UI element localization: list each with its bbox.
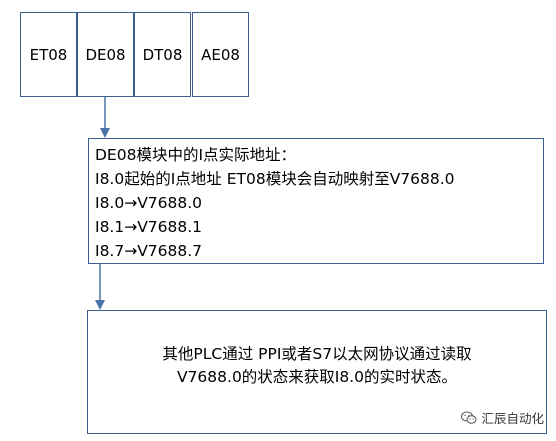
address-mapping-box: DE08模块中的I点实际地址： I8.0起始的I点地址 ET08模块会自动映射至… (88, 138, 544, 264)
address-line: I8.0→V7688.0 (95, 194, 203, 212)
note-line: 其他PLC通过 PPI或者S7以太网协议通过读取 (162, 345, 472, 363)
module-de08: DE08 (77, 12, 134, 97)
module-ae08: AE08 (192, 12, 249, 97)
module-label: ET08 (29, 46, 68, 64)
arrow-head-1 (100, 128, 110, 138)
module-label: DE08 (85, 46, 126, 64)
address-line: I8.7→V7688.7 (95, 242, 203, 260)
address-title: DE08模块中的I点实际地址： (95, 146, 297, 164)
arrow-head-2 (95, 300, 105, 310)
wechat-icon (461, 411, 477, 424)
address-line: I8.0起始的I点地址 ET08模块会自动映射至V7688.0 (95, 170, 455, 188)
note-box: 其他PLC通过 PPI或者S7以太网协议通过读取 V7688.0的状态来获取I8… (87, 310, 547, 434)
address-line: I8.1→V7688.1 (95, 218, 203, 236)
note-text: 其他PLC通过 PPI或者S7以太网协议通过读取 V7688.0的状态来获取I8… (88, 343, 546, 389)
watermark: 汇辰自动化 (461, 408, 544, 427)
module-et08: ET08 (20, 12, 77, 97)
note-line: V7688.0的状态来获取I8.0的实时状态。 (176, 368, 458, 386)
module-label: DT08 (142, 46, 183, 64)
module-label: AE08 (201, 46, 240, 64)
module-dt08: DT08 (134, 12, 191, 97)
watermark-text: 汇辰自动化 (481, 411, 544, 426)
